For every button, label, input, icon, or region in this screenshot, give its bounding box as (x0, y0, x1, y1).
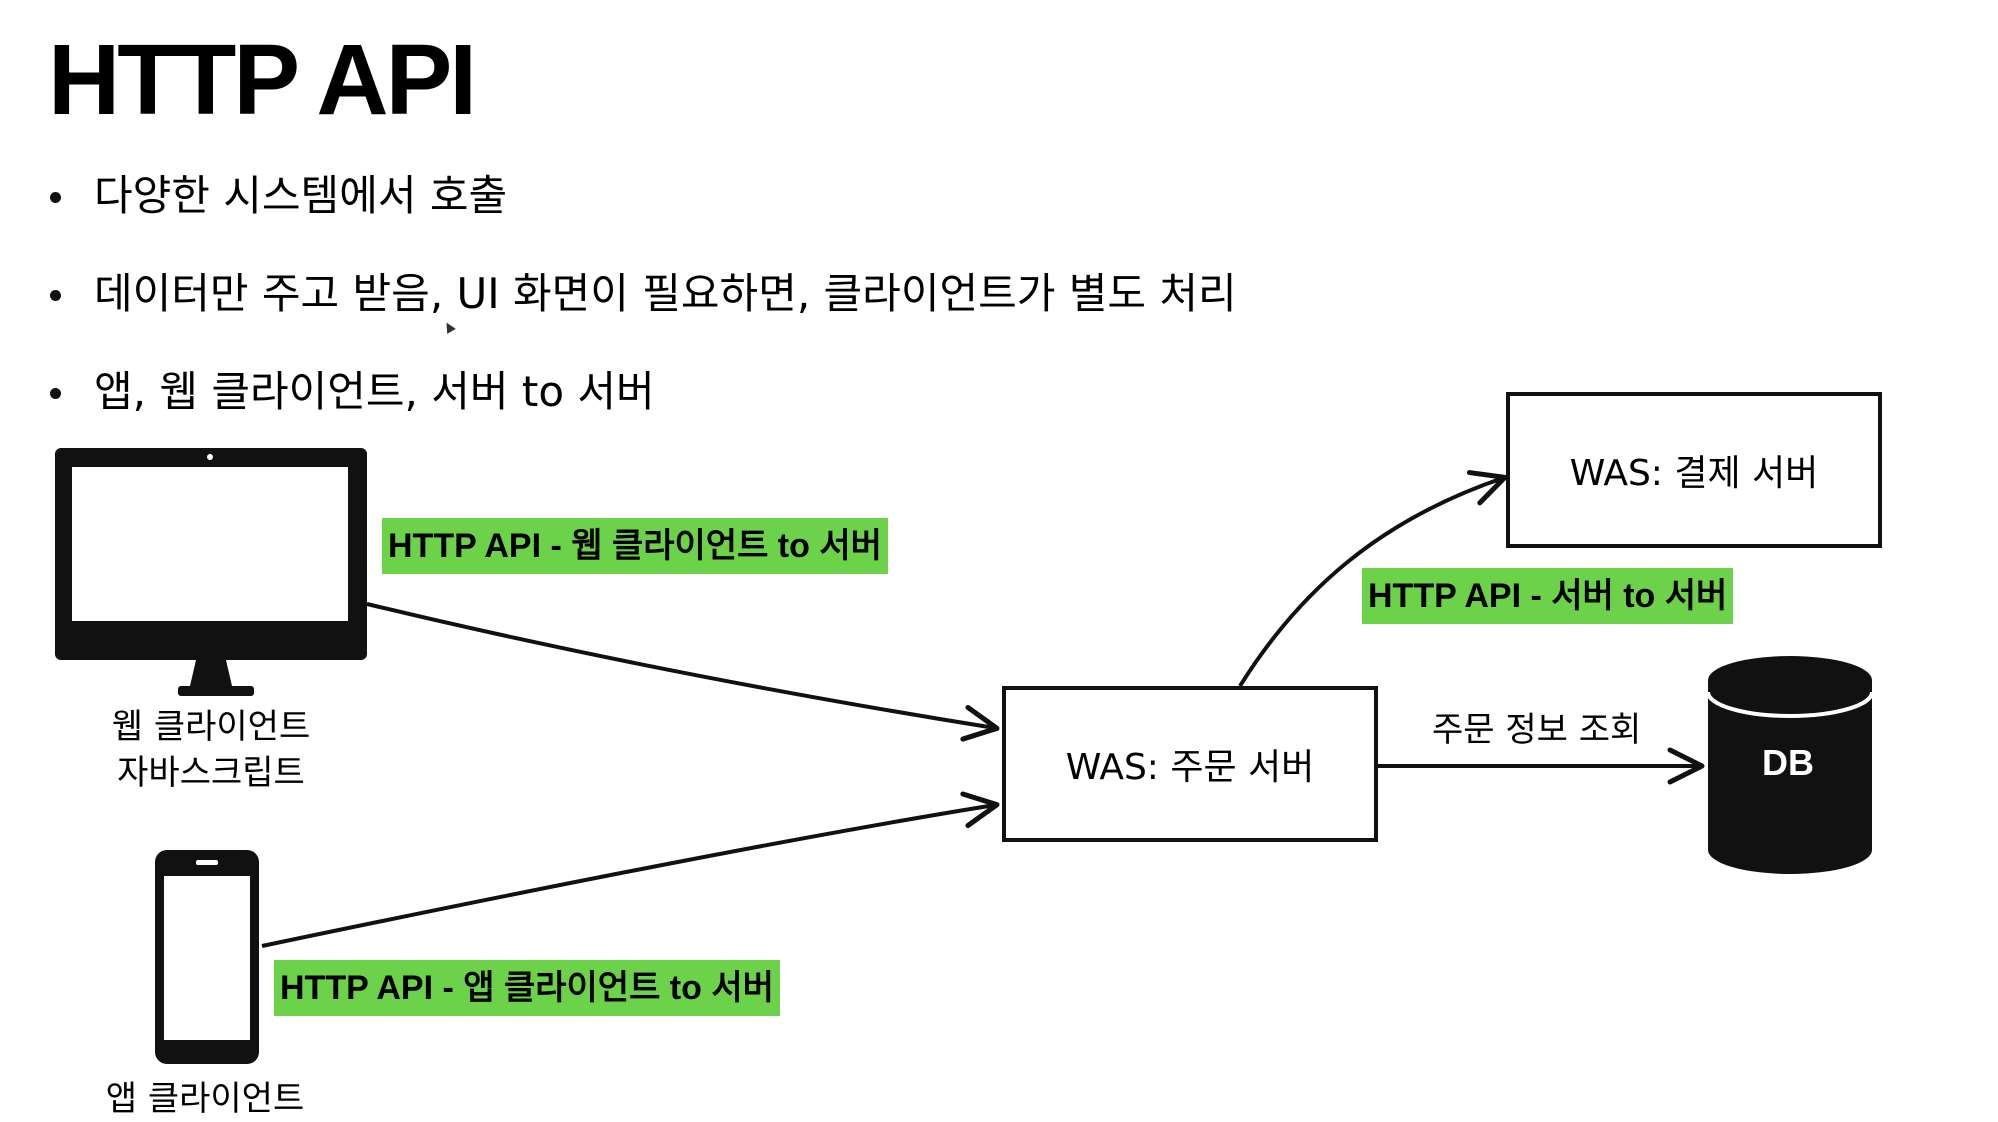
bullet-dot-icon (50, 290, 61, 301)
monitor-icon (55, 448, 367, 696)
bullet-text: 데이터만 주고 받음, UI 화면이 필요하면, 클라이언트가 별도 처리 (94, 269, 1237, 318)
bullet-item: 데이터만 주고 받음, UI 화면이 필요하면, 클라이언트가 별도 처리 (48, 266, 1237, 322)
database-cylinder-icon (1706, 656, 1874, 874)
payment-server-box: WAS: 결제 서버 (1506, 392, 1882, 548)
order-server-box: WAS: 주문 서버 (1002, 686, 1378, 842)
bullet-text: 다양한 시스템에서 호출 (94, 171, 508, 220)
page-title: HTTP API (48, 24, 477, 136)
smartphone-icon (155, 850, 259, 1064)
edge-label-web-to-server: HTTP API - 웹 클라이언트 to 서버 (382, 518, 888, 574)
bullet-item: 다양한 시스템에서 호출 (48, 168, 1237, 224)
edge-label-server-to-db: 주문 정보 조회 (1432, 710, 1642, 750)
db-label: DB (1762, 742, 1814, 783)
edge-label-app-to-server: HTTP API - 앱 클라이언트 to 서버 (274, 960, 780, 1016)
web-client-caption: 웹 클라이언트 자바스크립트 (100, 704, 322, 796)
edge-app-to-order-server (261, 791, 1000, 948)
edge-web-to-order-server (366, 602, 1000, 742)
bullet-item: 앱, 웹 클라이언트, 서버 to 서버 (48, 364, 1237, 420)
bullet-text: 앱, 웹 클라이언트, 서버 to 서버 (94, 367, 655, 416)
edge-label-server-to-server: HTTP API - 서버 to 서버 (1362, 568, 1734, 624)
bullet-dot-icon (50, 388, 61, 399)
app-client-caption: 앱 클라이언트 (105, 1079, 305, 1119)
bullet-list: 다양한 시스템에서 호출 데이터만 주고 받음, UI 화면이 필요하면, 클라… (48, 168, 1237, 462)
web-client-label: 웹 클라이언트 (111, 707, 311, 747)
edge-order-to-payment-server (1238, 470, 1508, 688)
bullet-dot-icon (50, 192, 61, 203)
web-client-sublabel: 자바스크립트 (117, 753, 305, 793)
